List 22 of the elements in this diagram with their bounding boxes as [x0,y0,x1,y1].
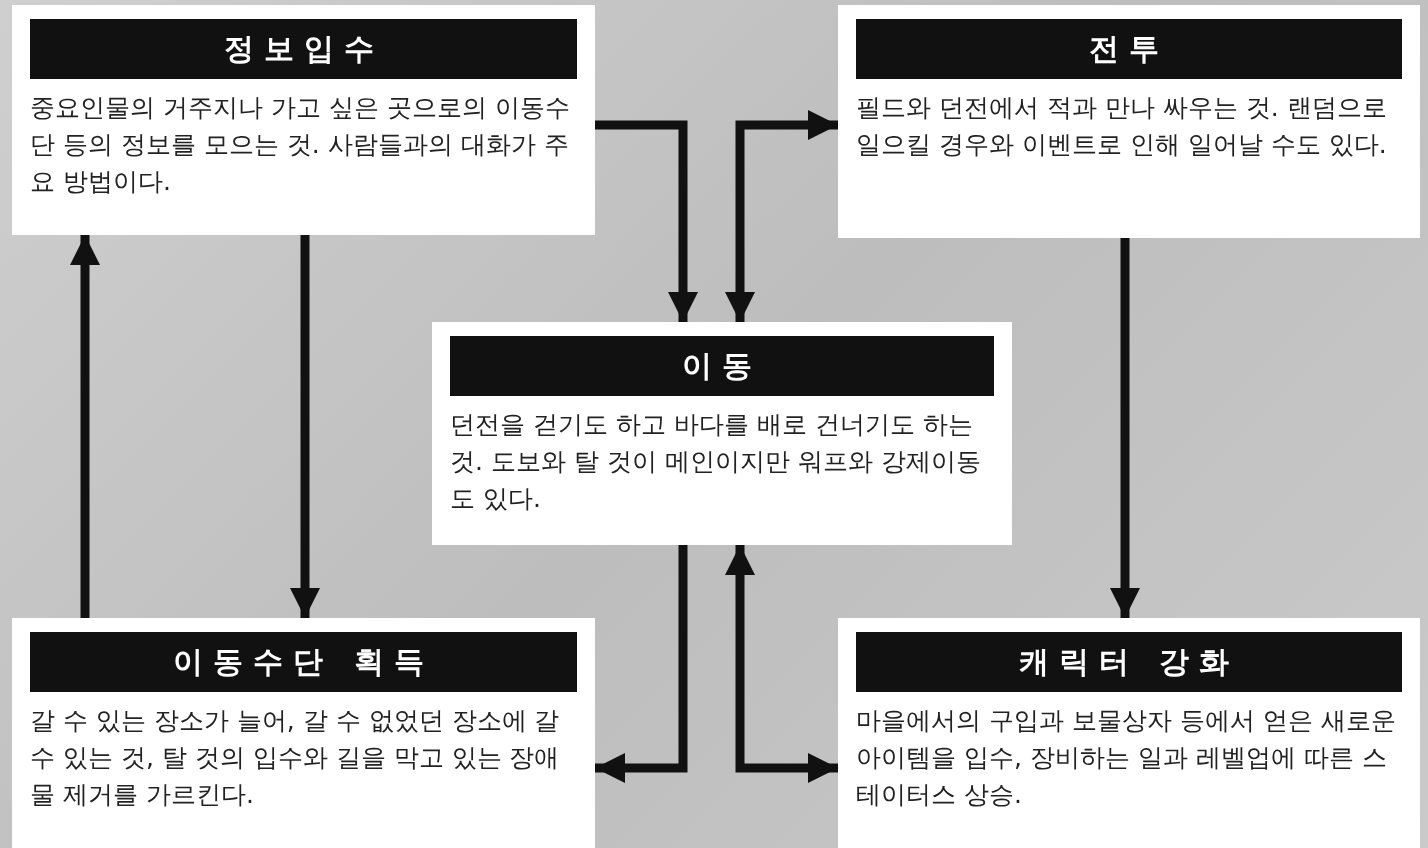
process-box [838,5,1420,238]
arrow [595,120,698,322]
arrow [595,545,688,783]
description-text: 필드와 던전에서 적과 만나 싸우는 것. 랜덤으로 일으킬 경우와 이벤트로 인해 일어날 수도 있다. [856,92,1388,161]
arrow [290,235,320,618]
description-text: 던전을 걷기도 하고 바다를 배로 건너기도 하는 것. 도보와 탈 것이 메인이지만 워프와 강제이동도 있다. [450,409,982,515]
heading-bar: 캐릭터 강화 [856,632,1402,692]
arrow [725,110,838,322]
heading-bar: 이동수단 획득 [30,632,577,692]
process-box [12,5,595,235]
description-text: 마을에서의 구입과 보물상자 등에서 얻은 새로운 아이템을 입수, 장비하는 일과 레벨업에 따른 스테이터스 상승. [856,705,1397,811]
process-box [432,322,1012,545]
arrow [1110,238,1140,618]
heading-bar: 정보입수 [30,19,577,79]
arrow [725,545,838,783]
description-text: 갈 수 있는 장소가 늘어, 갈 수 없었던 장소에 갈 수 있는 것, 탈 것의 입수와 길을 막고 있는 장애물 제거를 가르킨다. [30,705,561,811]
arrow [70,235,100,618]
process-box [838,618,1420,848]
process-box [12,618,595,848]
heading-bar: 이동 [450,336,994,396]
description-text: 중요인물의 거주지나 가고 싶은 곳으로의 이동수단 등의 정보를 모으는 것. 사람들과의 대화가 주요 방법이다. [30,92,571,198]
heading-bar: 전투 [856,19,1402,79]
